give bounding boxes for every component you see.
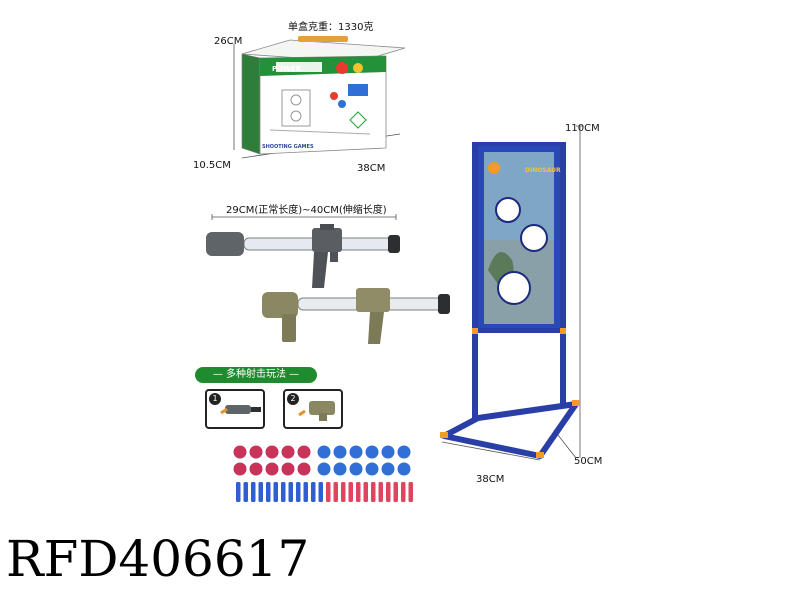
- play-mode-number: 2: [287, 393, 299, 405]
- foam-dart: [311, 482, 316, 502]
- foam-dart: [378, 482, 383, 502]
- foam-dart: [258, 482, 263, 502]
- stand-depth-label: 50CM: [574, 456, 603, 467]
- foam-dart: [303, 482, 308, 502]
- play-mode-1: 1: [205, 389, 265, 429]
- play-mode-2: 2: [283, 389, 343, 429]
- foam-dart: [288, 482, 293, 502]
- gun-length-guide: [211, 214, 397, 220]
- foam-ball: [397, 445, 411, 459]
- foam-dart: [296, 482, 301, 502]
- foam-dart: [318, 482, 323, 502]
- foam-dart: [371, 482, 376, 502]
- box-subtitle-text: SHOOTING GAMES: [262, 144, 314, 150]
- handheld-launch-icon: [220, 405, 261, 415]
- package-height-label: 26CM: [214, 36, 243, 47]
- stand-height-label: 110CM: [565, 123, 600, 134]
- foam-dart: [386, 482, 391, 502]
- foam-ball: [265, 462, 279, 476]
- foam-ball: [349, 462, 363, 476]
- foam-dart: [356, 482, 361, 502]
- foam-ball: [381, 462, 395, 476]
- stand-width-label: 38CM: [476, 474, 505, 485]
- stomp-launch-icon: [298, 401, 335, 421]
- play-mode-number: 1: [209, 393, 221, 405]
- package-box-image: [233, 36, 406, 159]
- foam-ball: [249, 445, 263, 459]
- launcher-khaki-image: [262, 288, 450, 344]
- poster-title: DINOSAUR: [525, 167, 561, 174]
- foam-dart: [341, 482, 346, 502]
- foam-ball: [297, 445, 311, 459]
- foam-ball: [317, 445, 331, 459]
- foam-ball: [317, 462, 331, 476]
- package-width-label: 38CM: [357, 163, 386, 174]
- foam-dart: [401, 482, 406, 502]
- foam-ball: [233, 445, 247, 459]
- foam-dart: [348, 482, 353, 502]
- accessories-image: [233, 445, 413, 502]
- foam-dart: [243, 482, 248, 502]
- foam-dart: [363, 482, 368, 502]
- foam-dart: [266, 482, 271, 502]
- foam-ball: [381, 445, 395, 459]
- foam-dart: [408, 482, 413, 502]
- product-code: RFD406617: [6, 530, 310, 588]
- gun-length-label: 29CM(正常长度)~40CM(伸缩长度): [226, 205, 387, 216]
- foam-dart: [281, 482, 286, 502]
- foam-ball: [281, 445, 295, 459]
- play-modes-banner: — 多种射击玩法 —: [195, 367, 317, 383]
- package-weight-label: 单盒克重：1330克: [288, 22, 374, 33]
- foam-ball: [297, 462, 311, 476]
- package-depth-label: 10.5CM: [193, 160, 231, 171]
- foam-ball: [265, 445, 279, 459]
- foam-ball: [233, 462, 247, 476]
- foam-dart: [333, 482, 338, 502]
- foam-ball: [281, 462, 295, 476]
- foam-dart: [236, 482, 241, 502]
- foam-ball: [365, 462, 379, 476]
- foam-ball: [333, 462, 347, 476]
- target-stand-image: [440, 125, 584, 461]
- launcher-gray-image: [206, 224, 400, 288]
- foam-ball: [365, 445, 379, 459]
- foam-dart: [273, 482, 278, 502]
- foam-dart: [326, 482, 331, 502]
- foam-ball: [333, 445, 347, 459]
- box-brand-text: POWER: [272, 65, 301, 73]
- foam-ball: [249, 462, 263, 476]
- foam-ball: [397, 462, 411, 476]
- foam-dart: [393, 482, 398, 502]
- foam-ball: [349, 445, 363, 459]
- foam-dart: [251, 482, 256, 502]
